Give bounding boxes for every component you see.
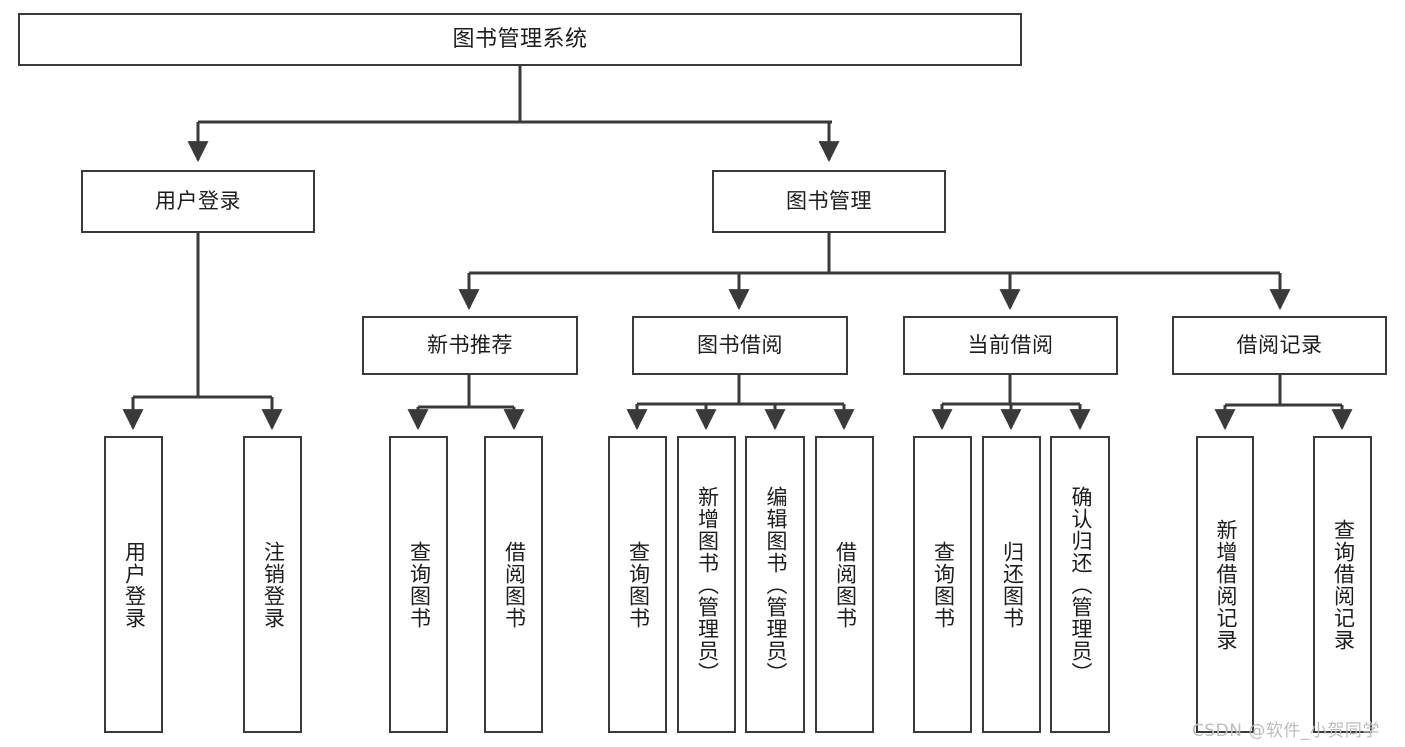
node-leaf-add-book-label: 新增图书（管理员） — [695, 485, 720, 684]
node-root-label: 图书管理系统 — [452, 26, 588, 52]
node-leaf-query-book-1-label: 查询图书 — [407, 540, 432, 629]
node-root[interactable]: 图书管理系统 — [18, 13, 1022, 66]
node-leaf-query-book-1[interactable]: 查询图书 — [389, 436, 448, 733]
node-borrow-record[interactable]: 借阅记录 — [1172, 316, 1387, 375]
node-leaf-edit-book-label: 编辑图书（管理员） — [763, 485, 788, 684]
node-leaf-borrow-book-2-label: 借阅图书 — [833, 540, 858, 629]
node-leaf-borrow-book-1-label: 借阅图书 — [502, 540, 527, 629]
node-book-borrow-label: 图书借阅 — [697, 333, 783, 358]
node-leaf-query-book-3-label: 查询图书 — [931, 540, 956, 629]
node-book-borrow[interactable]: 图书借阅 — [632, 316, 848, 375]
node-leaf-user-login-label: 用户登录 — [122, 540, 147, 629]
node-leaf-borrow-book-2[interactable]: 借阅图书 — [815, 436, 874, 733]
node-book-manage-label: 图书管理 — [786, 189, 872, 214]
node-leaf-add-record-label: 新增借阅记录 — [1213, 518, 1238, 651]
node-book-manage[interactable]: 图书管理 — [712, 170, 946, 233]
node-leaf-add-book[interactable]: 新增图书（管理员） — [677, 436, 736, 733]
node-leaf-user-login[interactable]: 用户登录 — [104, 436, 163, 733]
node-current-borrow-label: 当前借阅 — [967, 333, 1054, 358]
node-new-book-rec-label: 新书推荐 — [427, 333, 513, 358]
node-user-login-label: 用户登录 — [155, 189, 241, 214]
node-leaf-return-book-label: 归还图书 — [1000, 540, 1025, 629]
node-borrow-record-label: 借阅记录 — [1236, 333, 1323, 358]
csdn-watermark: CSDN @软件_小贺同学 — [1192, 721, 1380, 741]
node-leaf-logout[interactable]: 注销登录 — [243, 436, 302, 733]
node-leaf-add-record[interactable]: 新增借阅记录 — [1196, 436, 1254, 733]
node-leaf-return-book[interactable]: 归还图书 — [982, 436, 1041, 733]
node-leaf-logout-label: 注销登录 — [261, 540, 286, 629]
node-leaf-edit-book[interactable]: 编辑图书（管理员） — [745, 436, 805, 733]
node-leaf-query-book-2[interactable]: 查询图书 — [608, 436, 667, 733]
node-leaf-query-record-label: 查询借阅记录 — [1331, 518, 1356, 651]
node-leaf-confirm-return[interactable]: 确认归还（管理员） — [1050, 436, 1110, 733]
node-user-login[interactable]: 用户登录 — [81, 170, 315, 233]
node-leaf-query-book-2-label: 查询图书 — [626, 540, 651, 629]
node-leaf-query-book-3[interactable]: 查询图书 — [913, 436, 972, 733]
node-leaf-query-record[interactable]: 查询借阅记录 — [1313, 436, 1372, 733]
node-leaf-confirm-return-label: 确认归还（管理员） — [1068, 485, 1093, 684]
node-new-book-rec[interactable]: 新书推荐 — [362, 316, 578, 375]
node-current-borrow[interactable]: 当前借阅 — [903, 316, 1118, 375]
node-leaf-borrow-book-1[interactable]: 借阅图书 — [484, 436, 543, 733]
